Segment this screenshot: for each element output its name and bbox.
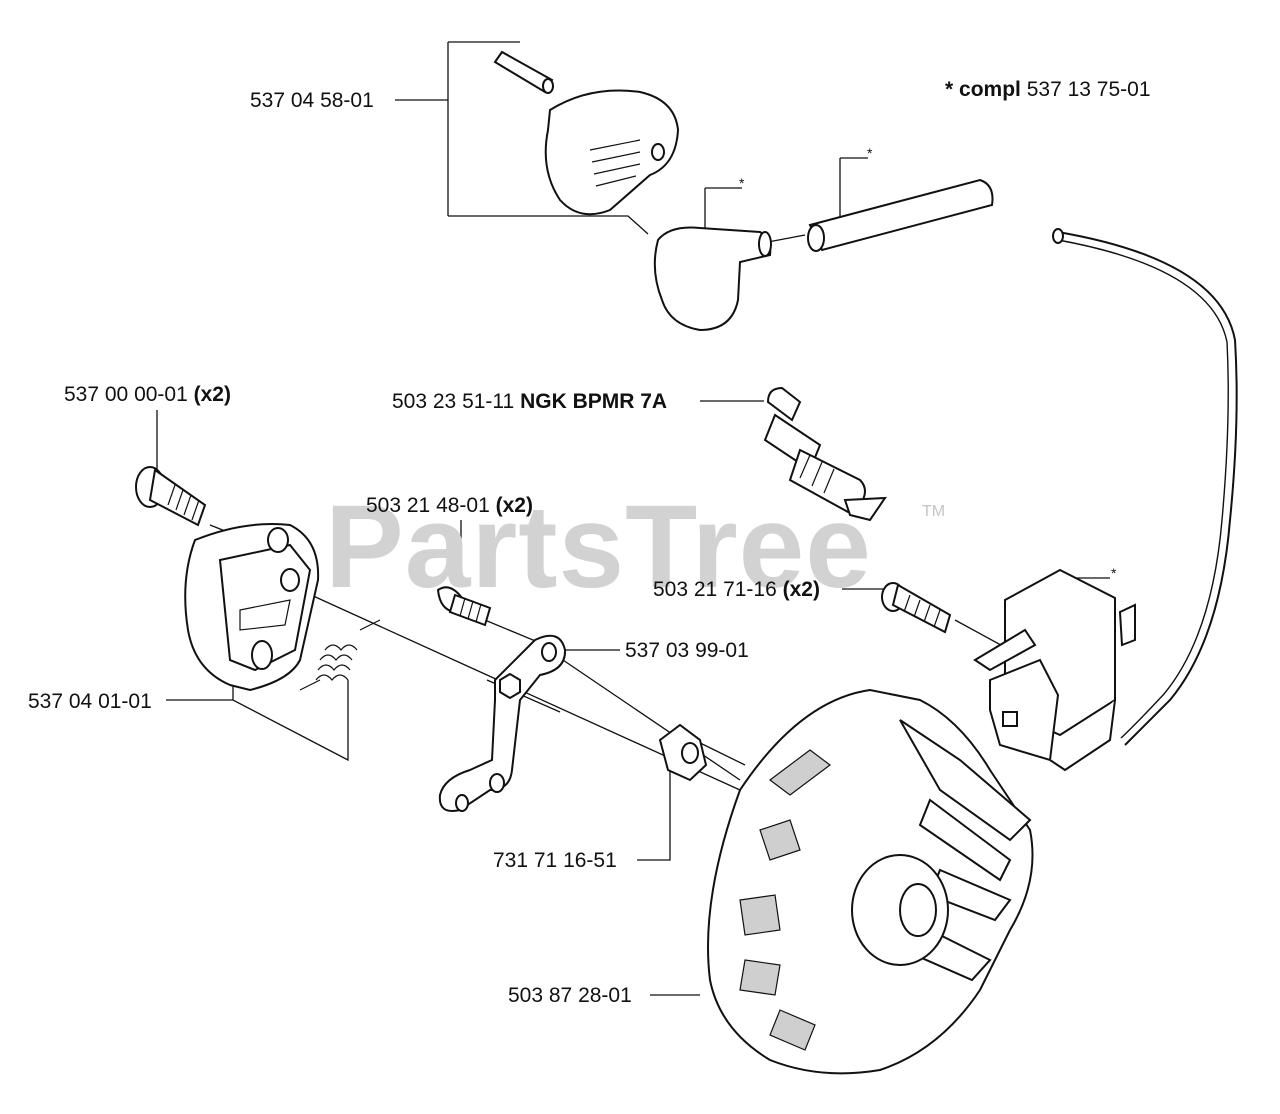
screw-c-part: [881, 582, 952, 634]
ignition-module-part: [973, 568, 1136, 772]
spark-plug-part: [763, 386, 887, 522]
complete-kit-note: * compl 537 13 75-01: [945, 79, 1151, 100]
part-number: 503 21 48-01: [366, 494, 490, 517]
ignition-wire-inner: [1057, 239, 1229, 739]
part-number: 731 71 16-51: [493, 849, 617, 872]
ignition-lead-tube-part: [807, 178, 994, 252]
part-number: 537 03 99-01: [625, 639, 749, 662]
part-label-clutch: 537 04 01-01: [28, 691, 152, 712]
link-plate-part: [438, 634, 567, 812]
part-label-screw-a: 537 00 00-01 (x2): [64, 384, 231, 405]
nut-part: [658, 723, 708, 782]
watermark: PartsTree: [325, 481, 872, 613]
ignition-wire: [1057, 231, 1238, 746]
part-number: 503 87 28-01: [508, 984, 632, 1007]
note-bold: compl: [959, 78, 1021, 101]
part-number: 537 04 58-01: [250, 89, 374, 112]
part-number: 537 04 01-01: [28, 690, 152, 713]
part-label-cover: 537 04 58-01: [250, 90, 374, 111]
flywheel-part: [707, 688, 1034, 1075]
part-number: 503 21 71-16: [653, 578, 777, 601]
plug-boot-part: [653, 226, 772, 332]
pin-part: [493, 50, 554, 94]
part-label-screw-b: 503 21 48-01 (x2): [366, 495, 533, 516]
part-spec: NGK BPMR 7A: [520, 390, 668, 413]
clutch-block-part: [184, 523, 320, 692]
star-marker-tube: *: [867, 145, 873, 161]
part-qty: (x2): [495, 494, 533, 517]
part-label-flywheel: 503 87 28-01: [508, 985, 632, 1006]
screw-b-part: [436, 586, 492, 627]
part-qty: (x2): [782, 578, 820, 601]
note-star: *: [945, 78, 954, 101]
screw-a-part: [135, 466, 207, 527]
part-number: 503 23 51-11: [392, 390, 515, 413]
part-label-nut: 731 71 16-51: [493, 850, 617, 871]
part-label-plate: 537 03 99-01: [625, 640, 749, 661]
star-marker-boot: *: [739, 175, 745, 191]
star-marker-module: *: [1111, 565, 1117, 581]
trademark-symbol: TM: [922, 503, 946, 520]
plug-cover-part: [544, 89, 680, 216]
part-label-screw-c: 503 21 71-16 (x2): [653, 579, 820, 600]
part-qty: (x2): [193, 383, 231, 406]
part-label-spark-plug: 503 23 51-11 NGK BPMR 7A: [392, 391, 667, 412]
spring-part: [299, 619, 381, 691]
part-number: 537 00 00-01: [64, 383, 188, 406]
wire-end: [1052, 228, 1064, 244]
note-number: 537 13 75-01: [1026, 78, 1151, 101]
